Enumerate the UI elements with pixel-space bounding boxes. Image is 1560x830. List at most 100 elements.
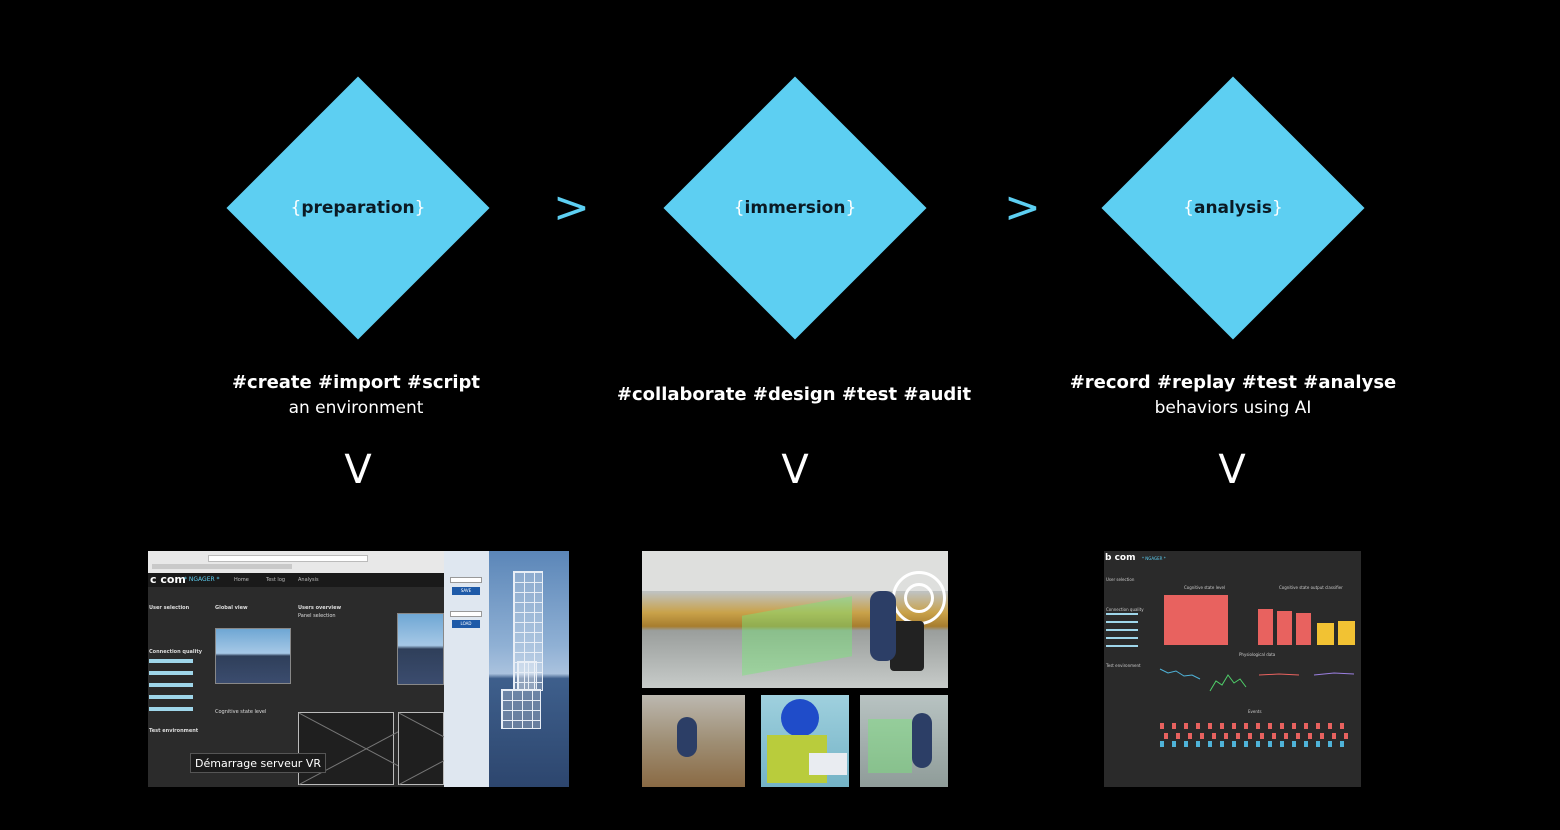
event-tick <box>1344 733 1348 739</box>
pupil-line <box>1258 673 1300 676</box>
event-tick <box>1220 741 1224 747</box>
rmssd-line <box>1313 672 1355 676</box>
event-tick <box>1184 741 1188 747</box>
heart-rate-line <box>1159 668 1201 680</box>
event-tick <box>1160 723 1164 729</box>
event-tick <box>1224 733 1228 739</box>
classifier-bar <box>1296 613 1311 645</box>
global-view-thumbnail[interactable] <box>215 628 291 684</box>
event-tick <box>1196 723 1200 729</box>
panel-input[interactable] <box>450 577 482 583</box>
quality-bar <box>1106 637 1138 639</box>
event-tick <box>1248 733 1252 739</box>
bookmarks-bar <box>152 564 292 569</box>
connection-quality-heading: Connection quality <box>1106 607 1144 612</box>
event-tick <box>1172 741 1176 747</box>
event-tick <box>1160 741 1164 747</box>
event-tick <box>1304 723 1308 729</box>
test-environment-heading: Test environment <box>149 728 199 734</box>
arrow-right-icon: > <box>1004 182 1041 233</box>
events-title: Events <box>1248 709 1262 714</box>
nav-test-log[interactable]: Test log <box>266 577 286 583</box>
save-button[interactable]: SAVE <box>452 587 480 595</box>
immersion-thumbnail-sphere <box>761 695 849 787</box>
holo-panel <box>742 596 852 676</box>
event-tick <box>1256 741 1260 747</box>
browser-toolbar <box>148 551 444 573</box>
info-card <box>809 753 847 775</box>
arrow-right-icon: > <box>553 182 590 233</box>
avatar <box>677 717 697 757</box>
event-tick <box>1328 741 1332 747</box>
immersion-tags: #collaborate #design #test #audit <box>616 384 972 405</box>
immersion-thumbnail-panel <box>860 695 948 787</box>
chart-left-title: Cognitive state level <box>1184 585 1226 590</box>
app-logo: b com <box>1105 553 1136 563</box>
quality-bar <box>1106 629 1138 631</box>
chevron-down-icon: V <box>781 447 809 493</box>
event-tick <box>1340 741 1344 747</box>
preparation-screenshot: c com * NGAGER * Home Test log Analysis … <box>148 551 444 787</box>
vr-control-panel: SAVE LOAD <box>444 551 489 787</box>
event-tick <box>1244 741 1248 747</box>
connection-quality-heading: Connection quality <box>149 649 203 655</box>
event-tick <box>1340 723 1344 729</box>
event-tick <box>1320 733 1324 739</box>
preparation-subtitle: an environment <box>288 398 424 418</box>
event-tick <box>1184 723 1188 729</box>
physio-title: Physiological data <box>1239 652 1276 657</box>
sphere <box>781 699 819 737</box>
event-tick <box>1308 733 1312 739</box>
app-header <box>148 573 444 587</box>
event-tick <box>1280 723 1284 729</box>
event-tick <box>1292 741 1296 747</box>
event-tick <box>1284 733 1288 739</box>
event-tick <box>1232 741 1236 747</box>
immersion-label: {immersion} <box>733 198 857 218</box>
avatar <box>912 713 932 768</box>
event-tick <box>1260 733 1264 739</box>
user-selection-heading: User selection <box>149 605 190 611</box>
user-view-thumbnail[interactable] <box>397 613 444 685</box>
empty-view-slot <box>298 712 394 785</box>
app-logo-suffix: * NGAGER * <box>184 576 220 583</box>
address-bar <box>208 555 368 562</box>
app-logo-suffix: * NGAGER * <box>1142 556 1166 561</box>
physio-line-charts <box>1159 668 1355 692</box>
event-tick <box>1220 723 1224 729</box>
classifier-bar <box>1277 611 1292 645</box>
panel-input[interactable] <box>450 611 482 617</box>
event-tick <box>1268 723 1272 729</box>
nav-home[interactable]: Home <box>234 577 249 583</box>
event-tick <box>1316 741 1320 747</box>
immersion-main-view <box>642 551 948 688</box>
quality-bar <box>149 671 193 675</box>
vr-cube-stack <box>501 689 541 729</box>
event-tick <box>1208 723 1212 729</box>
quality-bar <box>1106 645 1138 647</box>
holo-panel <box>868 719 912 773</box>
event-tick <box>1232 723 1236 729</box>
preparation-tags: #create #import #script <box>231 372 481 393</box>
quality-bar <box>149 707 193 711</box>
event-tick <box>1208 741 1212 747</box>
nav-analysis[interactable]: Analysis <box>298 577 319 583</box>
vr-scene-view <box>489 551 569 787</box>
events-timeline <box>1160 719 1358 759</box>
user-selection-heading: User selection <box>1106 577 1135 582</box>
load-button[interactable]: LOAD <box>452 620 480 628</box>
preparation-label: {preparation} <box>290 198 426 218</box>
chart-right-title: Cognitive state output classifier <box>1279 585 1343 590</box>
empty-view-slot <box>398 712 444 785</box>
event-tick <box>1188 733 1192 739</box>
analysis-label: {analysis} <box>1183 198 1283 218</box>
test-environment-heading: Test environment <box>1106 663 1141 668</box>
event-tick <box>1164 733 1168 739</box>
classifier-bar <box>1317 623 1334 645</box>
cognitive-state-label: Cognitive state level <box>215 709 267 715</box>
global-view-heading: Global view <box>215 605 248 611</box>
electrodermal-line <box>1209 674 1247 692</box>
event-tick <box>1304 741 1308 747</box>
quality-bar <box>1106 621 1138 623</box>
holo-ring <box>904 583 934 613</box>
